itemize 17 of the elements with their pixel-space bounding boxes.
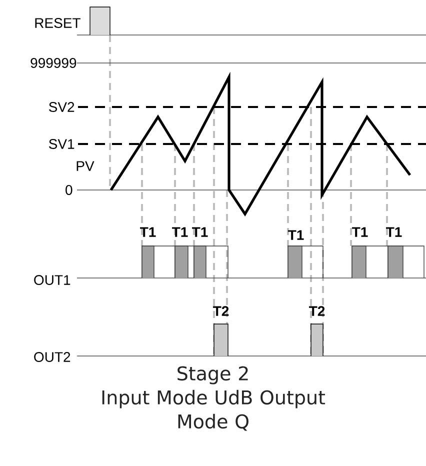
timing-label: T1 <box>352 227 368 237</box>
timing-label: T2 <box>213 306 229 316</box>
signal-label: OUT1 <box>34 275 70 285</box>
timing-label: T1 <box>140 227 156 237</box>
signal-label: SV2 <box>48 102 74 112</box>
caption: Stage 2 Input Mode UdB Output Mode Q <box>102 366 326 431</box>
signal-label: 0 <box>66 185 72 195</box>
signal-label: PV <box>76 161 94 171</box>
signal-label: OUT2 <box>34 352 70 362</box>
signal-label: 999999 <box>30 58 76 68</box>
timing-label: T1 <box>172 227 188 237</box>
signal-label: SV1 <box>48 139 74 149</box>
timing-label: T1 <box>288 230 304 240</box>
signal-label: RESET <box>35 18 80 28</box>
timing-label: T2 <box>309 306 325 316</box>
timing-label: T1 <box>386 227 402 237</box>
timing-label: T1 <box>192 227 208 237</box>
